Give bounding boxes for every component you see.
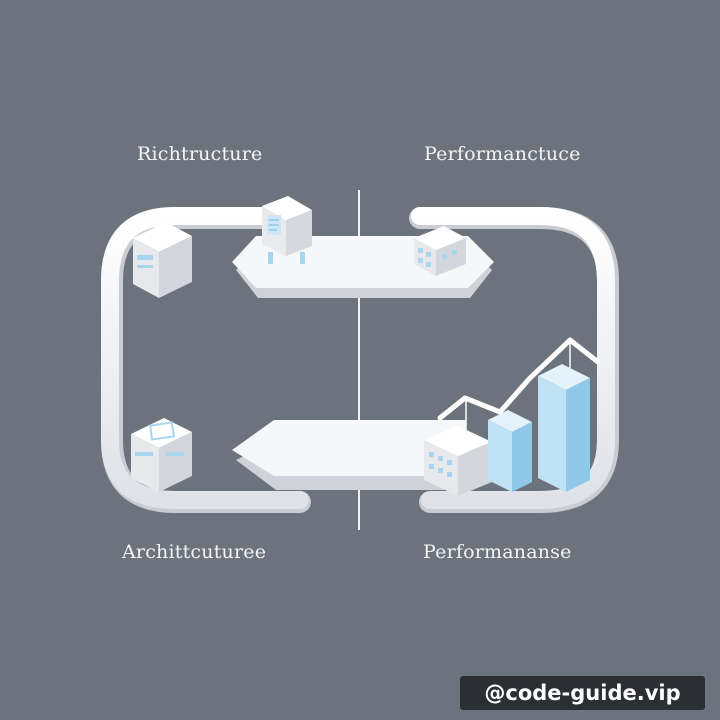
- bottom-arrow-platform: [232, 420, 470, 490]
- building-icon: [414, 226, 466, 276]
- monitor-desk-icon: [262, 196, 312, 264]
- server-cube-icon: [133, 222, 192, 298]
- left-loop-pipe: [101, 207, 311, 513]
- bar-chart-icon: [424, 364, 590, 496]
- chart-arrow-icon: [437, 337, 601, 430]
- label-top-right: Performanctuce: [424, 143, 581, 165]
- right-loop-pipe: [409, 207, 619, 513]
- cube-box-icon: [131, 418, 192, 492]
- label-top-left: Richtructure: [137, 143, 263, 165]
- label-bottom-left: Archittcuturee: [122, 541, 267, 563]
- watermark: @code-guide.vip: [460, 676, 705, 710]
- label-bottom-right: Performananse: [423, 541, 572, 563]
